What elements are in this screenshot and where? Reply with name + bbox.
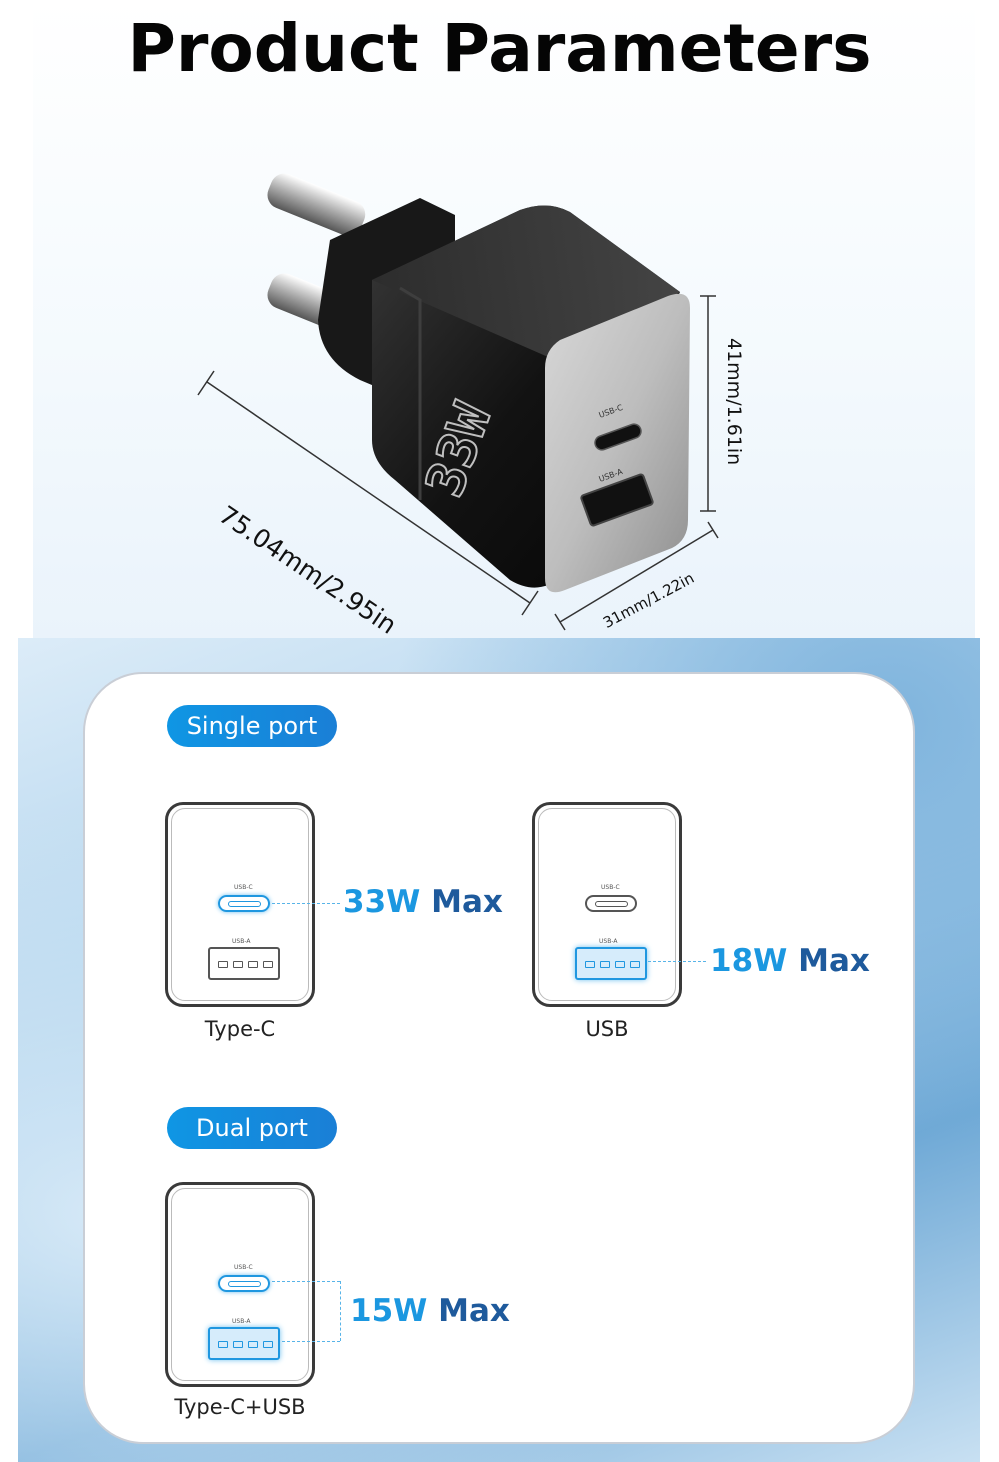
power-value: 33W xyxy=(343,884,421,920)
port-face-type-c: USB-C USB-A xyxy=(165,802,315,1007)
usbc-port-icon xyxy=(218,1275,270,1292)
usbc-port-icon xyxy=(218,895,270,912)
height-label: 41mm/1.61in xyxy=(723,338,745,466)
leader-bracket xyxy=(340,1281,341,1341)
power-rating-type-c: 33W Max xyxy=(343,884,503,920)
leader-line xyxy=(282,1341,340,1342)
power-rating-dual: 15W Max xyxy=(350,1293,510,1329)
leader-line xyxy=(272,903,340,904)
usbc-port-icon xyxy=(585,895,637,912)
face-usbc-port xyxy=(594,423,642,451)
usba-label: USB-A xyxy=(232,938,251,945)
usba-label: USB-A xyxy=(599,938,618,945)
height-dimension-line xyxy=(700,295,716,512)
face-border xyxy=(171,1188,309,1381)
usba-port-icon xyxy=(208,1327,280,1360)
port-face-usb: USB-C USB-A xyxy=(532,802,682,1007)
length-dimension-line xyxy=(197,370,539,616)
usba-label: USB-A xyxy=(232,1318,251,1325)
power-max: Max xyxy=(798,943,870,979)
power-max: Max xyxy=(431,884,503,920)
caption-type-c-usb: Type-C+USB xyxy=(174,1395,306,1419)
charger-illustration: USB-C USB-A 33W xyxy=(197,173,719,631)
caption-usb: USB xyxy=(585,1017,629,1041)
dual-port-badge: Dual port xyxy=(167,1107,337,1149)
plug-pin-top xyxy=(267,173,366,236)
power-value: 18W xyxy=(710,943,788,979)
usba-port-icon xyxy=(208,947,280,980)
port-face-type-c-usb: USB-C USB-A xyxy=(165,1182,315,1387)
single-port-badge: Single port xyxy=(167,705,337,747)
usbc-label: USB-C xyxy=(234,1264,253,1271)
power-value: 15W xyxy=(350,1293,428,1329)
usbc-label: USB-C xyxy=(601,884,620,891)
caption-type-c: Type-C xyxy=(204,1017,276,1041)
leader-line xyxy=(272,1281,340,1282)
leader-line xyxy=(648,961,706,962)
power-rating-usb: 18W Max xyxy=(710,943,870,979)
charger-top xyxy=(372,205,680,360)
page-title: Product Parameters xyxy=(127,10,872,87)
face-border xyxy=(171,808,309,1001)
power-max: Max xyxy=(438,1293,510,1329)
face-usba-port xyxy=(580,473,654,527)
usba-port-icon xyxy=(575,947,647,980)
face-border xyxy=(538,808,676,1001)
usbc-label: USB-C xyxy=(234,884,253,891)
width-dimension-line xyxy=(554,521,719,631)
charger-seam xyxy=(399,286,422,500)
